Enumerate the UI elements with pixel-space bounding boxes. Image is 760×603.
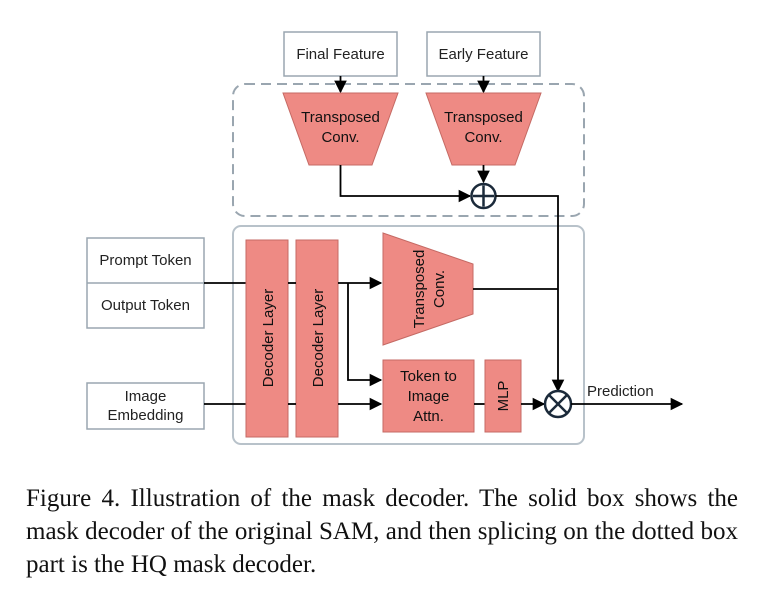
image-embedding-label-2: Embedding (108, 407, 184, 424)
transposed-conv-early-label-2: Conv. (464, 129, 502, 146)
prompt-token-label: Prompt Token (99, 252, 191, 269)
multiply-operator-icon (543, 389, 573, 419)
transposed-conv-sam (382, 232, 474, 346)
early-feature-label: Early Feature (438, 46, 528, 63)
transposed-conv-sam-label-2: Conv. (431, 270, 448, 308)
transposed-conv-early (425, 92, 542, 166)
token-to-image-label-3: Attn. (413, 408, 444, 425)
figure-caption: Figure 4. Illustration of the mask decod… (26, 485, 738, 578)
transposed-conv-final-label-1: Transposed (301, 109, 380, 126)
token-to-image-label-2: Image (408, 388, 450, 405)
transposed-conv-sam-label-1: Transposed (411, 250, 428, 329)
decoder-layer-1-label: Decoder Layer (260, 289, 277, 387)
transposed-conv-early-label-1: Transposed (444, 109, 523, 126)
early-feature-box (426, 31, 541, 77)
image-embedding-label-1: Image (125, 388, 167, 405)
prediction-label: Prediction (587, 383, 654, 400)
transposed-conv-final-label-2: Conv. (321, 129, 359, 146)
output-token-label: Output Token (101, 297, 190, 314)
image-embedding-box (86, 382, 205, 430)
add-operator-icon (470, 182, 497, 210)
hq-dashed-box (232, 83, 585, 217)
mlp-label: MLP (495, 381, 512, 412)
mask-decoder-diagram: Final Feature Early Feature Transposed C… (86, 31, 684, 445)
mlp-block (484, 359, 522, 433)
decoder-layer-2-label: Decoder Layer (310, 289, 327, 387)
final-feature-box (283, 31, 398, 77)
token-to-image-attn-block (382, 359, 475, 433)
sam-solid-box (232, 225, 585, 445)
token-to-image-label-1: Token to (400, 368, 457, 385)
decoder-layer-2 (295, 239, 339, 438)
decoder-layer-1 (245, 239, 289, 438)
final-feature-label: Final Feature (296, 46, 384, 63)
transposed-conv-final (282, 92, 399, 166)
